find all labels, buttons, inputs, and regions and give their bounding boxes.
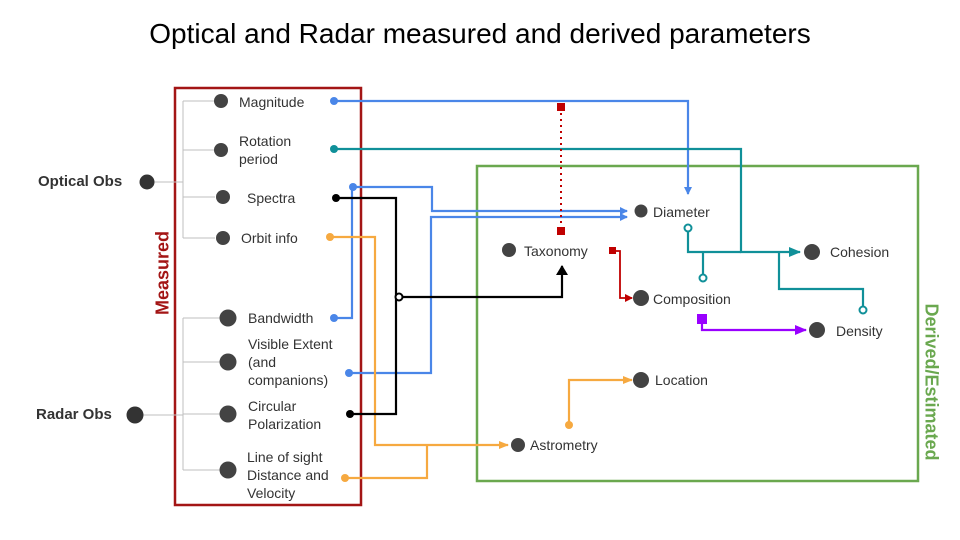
density-node bbox=[809, 322, 825, 338]
diameter-label: Diameter bbox=[653, 204, 710, 220]
radar-obs-node bbox=[126, 406, 144, 424]
red-connectors bbox=[560, 107, 633, 302]
cohesion-node bbox=[804, 244, 820, 260]
spectra-node bbox=[216, 190, 230, 204]
taxonomy-label: Taxonomy bbox=[524, 243, 588, 259]
optical-obs-node bbox=[139, 174, 155, 190]
visible-extent-node bbox=[219, 353, 237, 371]
optical-obs-label: Optical Obs bbox=[38, 173, 123, 190]
bandwidth-node bbox=[219, 309, 237, 327]
rotation-period-node bbox=[214, 143, 228, 157]
circular-polarization-node bbox=[219, 405, 237, 423]
blue-connectors bbox=[334, 99, 692, 375]
magnitude-label: Magnitude bbox=[239, 94, 305, 110]
orbit-info-label: Orbit info bbox=[241, 230, 298, 246]
los-node bbox=[219, 461, 237, 479]
purple-connectors bbox=[700, 318, 807, 335]
density-label: Density bbox=[836, 323, 883, 339]
radar-obs-label: Radar Obs bbox=[36, 406, 112, 423]
astrometry-label: Astrometry bbox=[530, 437, 598, 453]
orbit-info-node bbox=[216, 231, 230, 245]
composition-node bbox=[633, 290, 649, 306]
derived-box bbox=[475, 164, 920, 483]
measured-box bbox=[173, 86, 363, 507]
connector-endpoints bbox=[326, 97, 868, 482]
derived-group-label: Derived/Estimated bbox=[921, 303, 942, 461]
astrometry-node bbox=[511, 438, 525, 452]
measured-group-label: Measured bbox=[152, 230, 173, 316]
circular-polarization-label: Circular Polarization bbox=[248, 398, 322, 432]
composition-label: Composition bbox=[653, 291, 731, 307]
location-label: Location bbox=[655, 372, 708, 388]
diagram-title: Optical and Radar measured and derived p… bbox=[149, 18, 811, 49]
diameter-node bbox=[634, 204, 648, 218]
cohesion-label: Cohesion bbox=[830, 244, 890, 260]
taxonomy-node bbox=[502, 243, 516, 257]
visible-extent-label: Visible Extent (and companions) bbox=[248, 336, 333, 388]
source-tree bbox=[135, 100, 222, 471]
magnitude-node bbox=[214, 94, 228, 108]
location-node bbox=[633, 372, 649, 388]
teal-connectors bbox=[334, 147, 865, 310]
rotation-period-label: Rotation period bbox=[239, 133, 292, 167]
orange-connectors bbox=[330, 235, 633, 480]
bandwidth-label: Bandwidth bbox=[248, 310, 314, 326]
black-connectors bbox=[336, 196, 568, 416]
spectra-label: Spectra bbox=[247, 190, 296, 206]
los-label: Line of sight Distance and Velocity bbox=[247, 449, 329, 501]
